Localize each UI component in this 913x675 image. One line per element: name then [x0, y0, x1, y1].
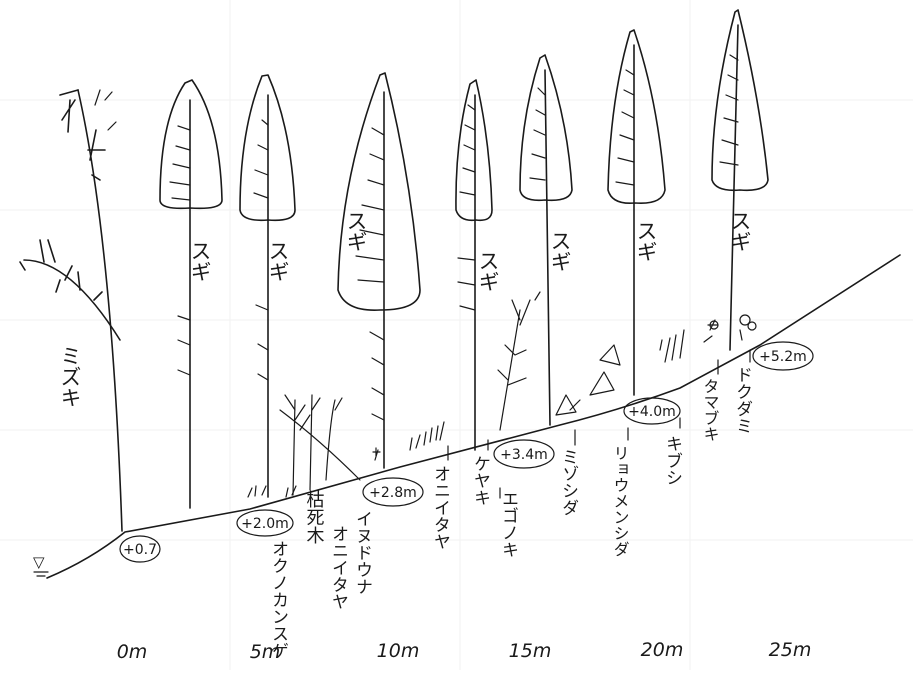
label-oniitaya-2: オニイタヤ	[430, 465, 450, 550]
sugi-tree-1	[160, 80, 222, 508]
svg-text:+2.0m: +2.0m	[241, 516, 289, 532]
plant-labels: オクノカンスゲ 枯死木 イヌドウナ オニイタヤ オニイタヤ ケヤキ エゴノキ ミ…	[268, 350, 752, 659]
svg-text:+3.4m: +3.4m	[500, 447, 548, 463]
label-keyaki: ケヤキ	[470, 455, 490, 506]
label-ryoumenshida: リョウメンシダ	[611, 445, 630, 557]
label-inudouna: イヌドウナ	[352, 510, 372, 595]
elevation-marker-2: +2.0m	[237, 510, 293, 536]
elevation-marker-4: +3.4m	[494, 440, 554, 468]
mizuki-tree	[20, 90, 122, 531]
water-level-marker: ▽	[33, 553, 48, 576]
label-sugi-7: スギ	[728, 210, 752, 252]
elevation-marker-5: +4.0m	[624, 398, 680, 424]
sugi-tree-2	[240, 75, 295, 497]
axis-label-15m: 15m	[509, 640, 552, 662]
label-tamabuki: タマブキ	[701, 378, 720, 442]
label-sugi-4: スギ	[476, 250, 500, 292]
label-mizuki: ミズキ	[58, 345, 82, 408]
label-dokudami: ドクダミ	[732, 366, 752, 434]
ground-line	[47, 255, 900, 578]
label-koshiboku: 枯死木	[304, 490, 325, 544]
axis-label-25m: 25m	[769, 639, 812, 661]
label-sugi-5: スギ	[548, 230, 572, 272]
label-mizoshida: ミゾシダ	[558, 448, 578, 516]
sugi-tree-3	[338, 73, 420, 468]
label-sugi-6: スギ	[634, 220, 658, 262]
axis-label-5m: 5m	[250, 641, 281, 663]
distance-axis: 0m 5m 10m 15m 20m 25m	[117, 639, 812, 663]
svg-text:+0.7: +0.7	[123, 542, 157, 558]
label-oniitaya-1: オニイタヤ	[328, 525, 348, 610]
elevation-marker-3: +2.8m	[363, 478, 423, 506]
label-sugi-3: スギ	[344, 210, 368, 252]
axis-label-0m: 0m	[117, 641, 148, 663]
axis-label-20m: 20m	[641, 639, 684, 661]
svg-text:+2.8m: +2.8m	[369, 485, 417, 501]
label-egonoki: エゴノキ	[498, 490, 518, 558]
label-sugi-1: スギ	[188, 240, 212, 282]
label-sugi-2: スギ	[266, 240, 290, 282]
svg-text:+4.0m: +4.0m	[628, 404, 676, 420]
svg-text:+5.2m: +5.2m	[759, 349, 807, 365]
axis-label-10m: 10m	[377, 640, 420, 662]
label-kibushi: キブシ	[662, 435, 682, 486]
svg-text:▽: ▽	[33, 553, 45, 571]
sugi-tree-6	[608, 30, 665, 395]
sugi-tree-7	[712, 10, 768, 350]
elevation-marker-6: +5.2m	[753, 342, 813, 370]
